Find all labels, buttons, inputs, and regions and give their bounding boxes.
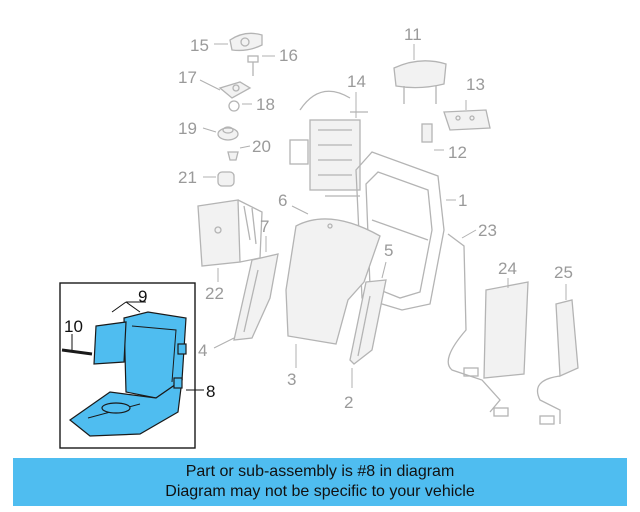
part-9-pad[interactable] [93, 321, 127, 365]
callout-2: 2 [344, 393, 353, 412]
callout-24: 24 [498, 259, 517, 278]
part-19-grommet [217, 126, 239, 141]
part-17-clip [218, 81, 252, 99]
part-24-pad [483, 281, 529, 379]
part-1-frame [355, 151, 445, 311]
part-14-mechanism [289, 90, 368, 197]
callout-5: 5 [384, 241, 393, 260]
part-23-harness [447, 233, 509, 417]
callout-14: 14 [347, 72, 366, 91]
part-20-cap [227, 151, 239, 161]
callout-11: 11 [404, 25, 422, 44]
part-13-plate [443, 109, 491, 131]
callout-17: 17 [178, 68, 197, 87]
part-11-headrest [393, 60, 447, 104]
part-25-sensor [536, 299, 579, 425]
callout-15: 15 [190, 36, 209, 55]
callout-21: 21 [178, 168, 197, 187]
callout-25: 25 [554, 263, 573, 282]
callout-1: 1 [458, 191, 467, 210]
callout-9: 9 [138, 287, 147, 306]
part-16-bolt [247, 55, 259, 76]
info-banner: Part or sub-assembly is #8 in diagram Di… [13, 458, 627, 506]
callout-4: 4 [198, 341, 207, 360]
part-12-guide [421, 123, 433, 143]
callout-22: 22 [205, 284, 224, 303]
callout-12: 12 [448, 143, 467, 162]
part-2-trim [349, 279, 387, 365]
part-10-rod[interactable] [61, 348, 93, 356]
part-6-back-panel [285, 218, 381, 345]
callout-23: 23 [478, 221, 497, 240]
part-4-bolster [233, 253, 279, 341]
part-22-pad [197, 199, 263, 267]
callout-16: 16 [279, 46, 298, 65]
callout-8: 8 [206, 382, 215, 401]
callout-6: 6 [278, 191, 287, 210]
banner-line-2: Diagram may not be specific to your vehi… [165, 483, 475, 500]
part-21-bushing [217, 171, 235, 187]
part-18-nut [228, 100, 240, 112]
banner-line-1: Part or sub-assembly is #8 in diagram [185, 463, 455, 480]
callout-20: 20 [252, 137, 271, 156]
callout-18: 18 [256, 95, 275, 114]
part-8-seat-assembly[interactable] [68, 311, 187, 437]
callout-10: 10 [64, 317, 83, 336]
callout-13: 13 [466, 75, 485, 94]
part-15-bracket [229, 32, 263, 52]
callout-7: 7 [260, 217, 269, 236]
callout-19: 19 [178, 119, 197, 138]
callout-3: 3 [287, 370, 296, 389]
